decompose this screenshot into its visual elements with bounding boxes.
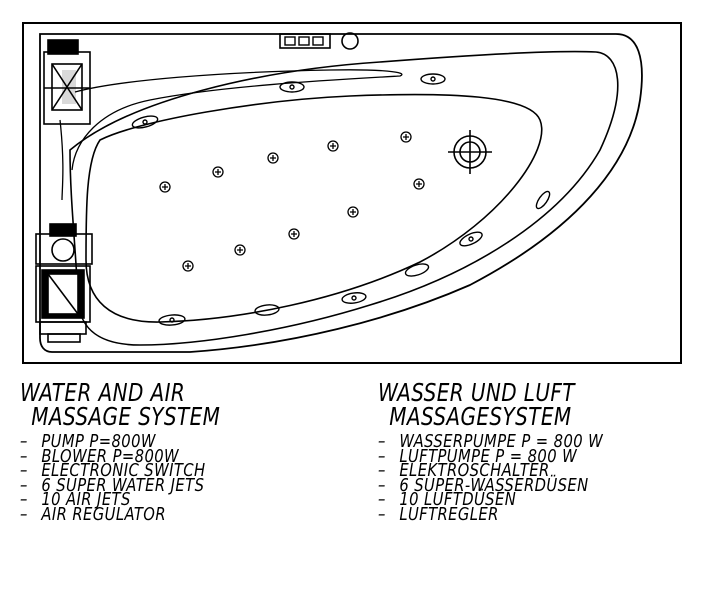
spec-title-line2: MASSAGESYSTEM [389,402,572,431]
spec-item: –AIR REGULATOR [20,503,167,525]
tub-outer-shell [39,33,643,353]
spec-title-line1: WASSER UND LUFT [378,378,575,407]
control-panel [279,32,359,50]
water-jet [158,314,186,326]
air-jet [267,152,279,164]
air-jet [413,178,425,190]
spec-item: –LUFTREGLER [378,503,499,525]
spec-item: –10 LUFTDÜSEN [378,489,517,511]
air-duct-line [59,119,64,201]
spec-item: –LUFTPUMPE P = 800 W [378,445,578,467]
water-jet [420,73,446,85]
water-jet [459,231,483,247]
water-jets [131,73,483,326]
air-jet [288,228,300,240]
water-jet [279,81,305,93]
spec-item: –6 SUPER WATER JETS [20,474,205,496]
spec-title-line1: WATER AND AIR [20,378,186,407]
tub-basin [85,93,543,323]
rim-fitting [404,263,430,277]
spec-block-english: WATER AND AIR MASSAGE SYSTEM –PUMP P=800… [20,378,270,525]
spec-list: –WASSERPUMPE P = 800 W –LUFTPUMPE P = 80… [378,431,653,525]
air-jet [400,131,412,143]
spec-item: –WASSERPUMPE P = 800 W [378,431,604,452]
air-jet [182,260,194,272]
spec-title-line2: MASSAGE SYSTEM [31,402,221,431]
rim-fitting [535,190,551,210]
spec-item: –BLOWER P=800W [20,445,180,467]
spec-item: –ELECTRONIC SWITCH [20,460,206,482]
spec-list: –PUMP P=800W –BLOWER P=800W –ELECTRONIC … [20,431,270,525]
rim-fitting [254,304,280,316]
tub-frame [22,22,682,364]
drain [448,130,492,174]
air-jet [347,206,359,218]
spec-item: –ELEKTROSCHALTER [378,460,550,482]
air-jet [212,166,224,178]
pump-unit [35,223,93,343]
spec-item: –10 AIR JETS [20,489,131,511]
air-jet [159,181,171,193]
air-jet [234,244,246,256]
tub-rim [69,50,619,346]
water-jet [131,115,159,129]
spec-item: –PUMP P=800W [20,431,156,452]
air-jets [159,131,425,272]
bathtub-technical-drawing [22,22,682,364]
blower-unit [43,39,91,125]
air-duct-line [71,69,403,171]
air-jet [327,140,339,152]
water-jet [341,292,367,304]
spec-block-german: WASSER UND LUFT MASSAGESYSTEM –WASSERPUM… [378,378,653,525]
spec-item: –6 SUPER-WASSERDÜSEN [378,474,589,496]
